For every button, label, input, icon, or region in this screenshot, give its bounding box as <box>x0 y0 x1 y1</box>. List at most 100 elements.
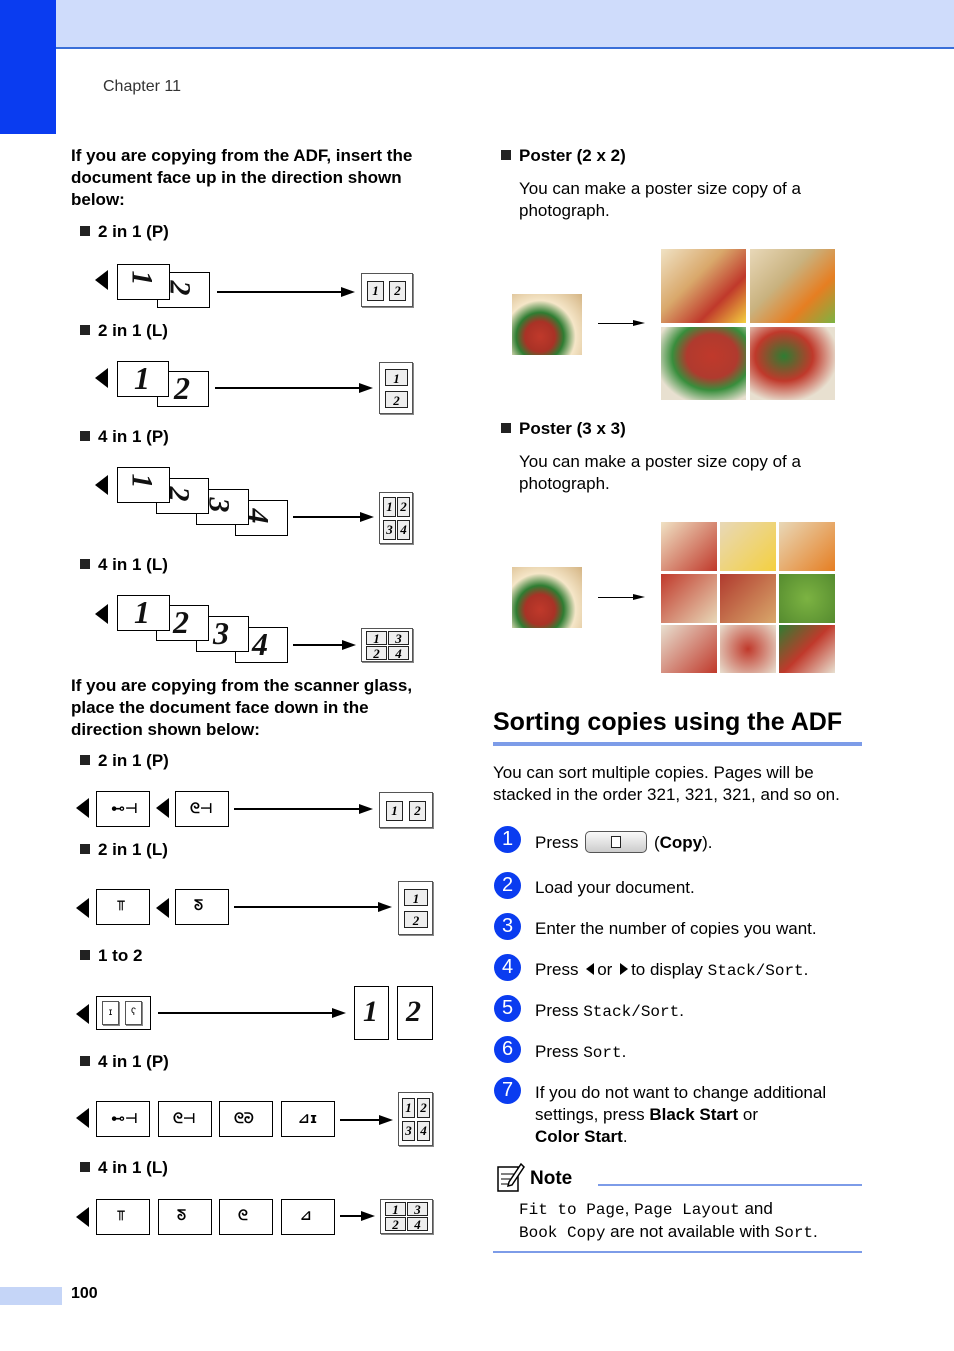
poster-tile-photo <box>720 522 776 571</box>
diagram-glass-2in1-p: ⊷⊣ ᘓ⊣ 1 2 <box>76 788 436 832</box>
header-band <box>56 0 954 49</box>
step-4: Press or to display Stack/Sort. <box>535 960 809 980</box>
mirrored-page-icon: ⊿ɪ <box>298 1111 318 1127</box>
section-rule <box>493 742 862 746</box>
section-title: Sorting copies using the ADF <box>493 708 843 736</box>
page-number: 100 <box>71 1285 98 1302</box>
note-title: Note <box>530 1168 573 1189</box>
poster-tile-photo <box>661 625 717 673</box>
bullet-icon <box>80 559 90 569</box>
poster-tile-photo <box>779 625 835 673</box>
copy-icon <box>611 836 622 848</box>
feed-direction-icon <box>156 898 169 918</box>
arrow-icon <box>359 383 373 393</box>
note-rule <box>598 1184 862 1186</box>
section-intro: You can sort multiple copies. Pages will… <box>493 763 840 804</box>
bullet-icon <box>80 431 90 441</box>
diagram-glass-1to2: ɪ ʕ 1 2 <box>76 984 436 1044</box>
adf-item-4in1l: 4 in 1 (L) <box>80 555 168 575</box>
arrow-icon <box>332 1008 346 1018</box>
glass-item-4in1p: 4 in 1 (P) <box>80 1052 169 1072</box>
step-2: Load your document. <box>535 878 695 897</box>
feed-direction-icon <box>95 604 108 624</box>
feed-direction-icon <box>95 368 108 388</box>
step-number: 6 <box>494 1036 521 1063</box>
glass-item-4in1l: 4 in 1 (L) <box>80 1158 168 1178</box>
poster-tile-photo <box>779 574 835 623</box>
arrow-icon <box>361 1211 375 1221</box>
poster-tile-photo <box>779 522 835 571</box>
diagram-adf-2in1-l: 2 1 1 2 <box>95 358 425 418</box>
step-number: 3 <box>494 913 521 940</box>
poster-tile-photo <box>720 625 776 673</box>
chapter-label: Chapter 11 <box>103 78 181 95</box>
chapter-tab <box>0 0 56 134</box>
step-5: Press Stack/Sort. <box>535 1001 684 1021</box>
glass-intro: If you are copying from the scanner glas… <box>71 676 413 739</box>
mirrored-page-icon: ᘓ <box>238 1208 248 1224</box>
bullet-icon <box>80 755 90 765</box>
original-photo <box>512 294 582 355</box>
feed-direction-icon <box>95 270 108 290</box>
step-6: Press Sort. <box>535 1042 627 1062</box>
arrow-icon <box>342 640 356 650</box>
mirrored-page-icon: ⫪ <box>117 898 125 914</box>
poster-tile-photo <box>661 327 746 400</box>
arrow-icon <box>341 287 355 297</box>
glass-item-2in1p: 2 in 1 (P) <box>80 751 169 771</box>
mirrored-page-icon: ⊷⊣ <box>111 801 138 817</box>
step-1: Press (Copy). <box>535 831 713 853</box>
note-text: Fit to Page, Page Layout and Book Copy a… <box>519 1199 818 1242</box>
step-number: 7 <box>494 1077 521 1104</box>
right-arrow-icon <box>620 963 629 975</box>
poster22-text: You can make a poster size copy of a pho… <box>519 179 801 220</box>
bullet-icon <box>80 950 90 960</box>
arrow-icon <box>633 320 645 326</box>
poster22-label: Poster (2 x 2) <box>501 146 626 166</box>
arrow-icon <box>359 804 373 814</box>
mirrored-page-icon: ᘓ⊣ <box>190 801 213 817</box>
copy-button[interactable] <box>585 831 648 853</box>
arrow-icon <box>360 512 374 522</box>
bullet-icon <box>80 226 90 236</box>
poster-tile-photo <box>750 327 835 400</box>
mirrored-page-icon: ⫪ <box>117 1208 125 1224</box>
arrow-icon <box>379 1115 393 1125</box>
mirrored-page-icon: ᘓᘒ <box>234 1111 254 1127</box>
mirrored-page-icon: ᘓ⊣ <box>173 1111 196 1127</box>
mirrored-page-icon: ɪ <box>102 1001 119 1025</box>
poster33-label: Poster (3 x 3) <box>501 419 626 439</box>
step-3: Enter the number of copies you want. <box>535 919 817 938</box>
diagram-glass-4in1-l: ⫪ ᘕ ᘓ ⊿ 1 3 2 4 <box>76 1196 436 1240</box>
poster-tile-photo <box>661 574 717 623</box>
feed-direction-icon <box>76 898 89 918</box>
poster33-text: You can make a poster size copy of a pho… <box>519 452 801 493</box>
feed-direction-icon <box>76 1108 89 1128</box>
diagram-glass-4in1-p: ⊷⊣ ᘓ⊣ ᘓᘒ ⊿ɪ 1 2 3 4 <box>76 1090 436 1148</box>
bullet-icon <box>501 150 511 160</box>
mirrored-page-icon: ⊷⊣ <box>111 1111 138 1127</box>
adf-intro: If you are copying from the ADF, insert … <box>71 146 413 209</box>
diagram-glass-2in1-l: ⫪ ᘕ 1 2 <box>76 880 436 938</box>
adf-item-2in1p: 2 in 1 (P) <box>80 222 169 242</box>
glass-item-2in1l: 2 in 1 (L) <box>80 840 168 860</box>
step-number: 5 <box>494 995 521 1022</box>
poster-tile-photo <box>750 249 835 323</box>
step-7: If you do not want to change additional … <box>535 1083 827 1146</box>
bullet-icon <box>80 325 90 335</box>
adf-item-2in1l: 2 in 1 (L) <box>80 321 168 341</box>
left-arrow-icon <box>586 963 595 975</box>
mirrored-page-icon: ᘕ <box>177 1208 187 1224</box>
page-number-band <box>0 1287 62 1305</box>
poster-tile-photo <box>720 574 776 623</box>
poster-tile-photo <box>661 249 746 323</box>
step-number: 1 <box>494 826 521 853</box>
arrow-icon <box>633 594 645 600</box>
feed-direction-icon <box>76 1004 89 1024</box>
bullet-icon <box>501 423 511 433</box>
note-pencil-icon <box>497 1162 525 1192</box>
diagram-adf-4in1-p: 4 3 2 1 1 2 3 4 <box>95 465 425 547</box>
original-photo <box>512 567 582 628</box>
bullet-icon <box>80 1162 90 1172</box>
bullet-icon <box>80 1056 90 1066</box>
